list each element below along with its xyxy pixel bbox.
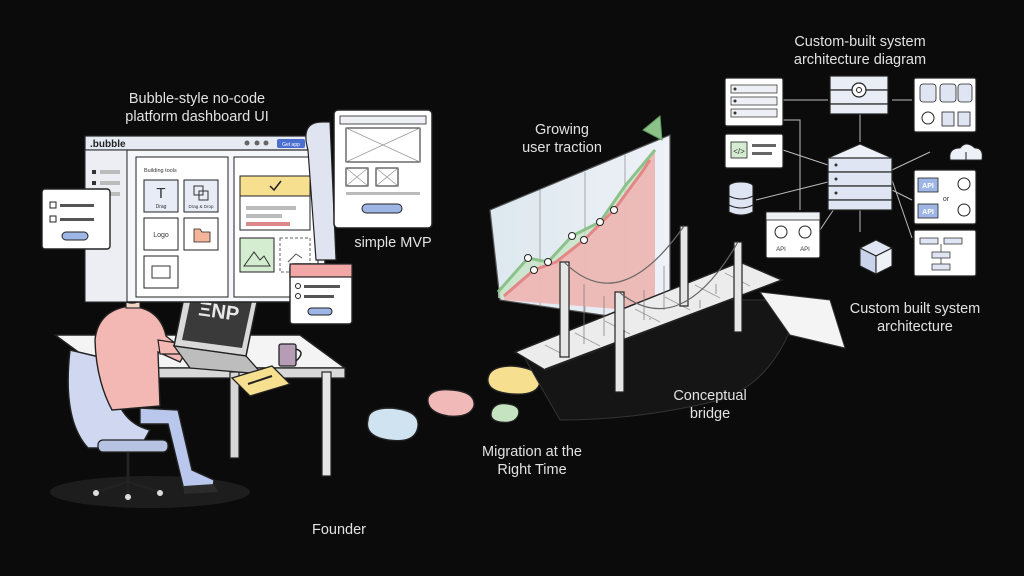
cloud-icon — [949, 143, 983, 161]
building-tools-title: Building tools — [144, 168, 177, 174]
api-window-node: API API — [765, 211, 821, 259]
api-routing-node: API or API — [913, 169, 977, 225]
get-app-button[interactable] — [277, 139, 305, 148]
caption-conceptual-bridge: Conceptual bridge — [673, 388, 747, 422]
gear-icon — [798, 225, 812, 239]
or-label: or — [943, 196, 950, 203]
get-app-button-label: Get app — [282, 142, 300, 148]
founder-workstation: ΞNP — [50, 258, 348, 508]
server-list-node — [724, 77, 784, 127]
folder-tool-tile[interactable] — [183, 217, 219, 251]
migration-stepping-stones — [366, 365, 541, 442]
conceptual-bridge — [513, 225, 846, 421]
caption-migration: Migration at the Right Time — [482, 444, 582, 478]
svg-text:Logo: Logo — [153, 232, 169, 239]
cube-node — [858, 239, 894, 275]
architecture-diagram: </> API A — [724, 75, 983, 277]
caption-founder: Founder — [311, 522, 366, 538]
caption-simple-mvp: simple MVP — [354, 235, 432, 251]
checkmark-icon — [269, 180, 282, 192]
svg-text:</>: </> — [733, 147, 745, 156]
image-placeholder-icon — [239, 237, 275, 273]
settings-icon — [957, 203, 971, 217]
svg-text:Drag & Drop: Drag & Drop — [188, 204, 214, 209]
text-tool-tile[interactable] — [143, 179, 179, 213]
drag-drop-tool-tile[interactable] — [183, 179, 219, 213]
svg-text:Drag: Drag — [156, 204, 167, 210]
desk-leg — [321, 371, 332, 477]
cloud-upload-icon — [957, 177, 971, 191]
gear-icon — [851, 82, 867, 98]
globe-icon — [921, 111, 935, 125]
bubble-dashboard-window: .bubble Get app Building tools T Drag Dr… — [84, 135, 326, 303]
caption-architecture-diagram: Custom-built system architecture diagram — [793, 34, 927, 68]
api-label-top: API — [922, 183, 934, 190]
floating-list-card — [289, 263, 353, 325]
central-server-stack — [826, 143, 894, 211]
caption-architecture: Custom built system architecture — [849, 301, 981, 335]
floor-shadow — [50, 476, 250, 508]
database-cluster-node — [913, 77, 977, 133]
caption-growing-traction: Growing user traction — [522, 122, 602, 156]
folder-icon — [193, 228, 211, 243]
checkmark-card — [239, 175, 311, 197]
api-label-left: API — [776, 247, 786, 253]
svg-text:T: T — [156, 185, 165, 202]
bubble-logo: .bubble — [90, 139, 126, 150]
flow-panel-node — [913, 229, 977, 277]
coffee-mug-icon — [278, 343, 302, 367]
code-icon — [730, 141, 748, 159]
caption-bubble-dashboard: Bubble-style no-code platform dashboard … — [125, 91, 269, 125]
database-icon — [728, 181, 754, 216]
gear-server-node — [829, 75, 889, 115]
notepad-icon — [230, 365, 292, 397]
api-label-right: API — [800, 247, 810, 253]
gear-icon — [774, 225, 788, 239]
mvp-wireframe-card — [305, 109, 433, 261]
floating-form-card — [41, 188, 111, 250]
growth-chart — [489, 115, 671, 326]
api-label-bottom: API — [922, 209, 934, 216]
logo-tool-tile[interactable] — [143, 217, 179, 251]
growth-arrow-icon — [642, 115, 663, 141]
code-window-node: </> — [724, 133, 784, 169]
